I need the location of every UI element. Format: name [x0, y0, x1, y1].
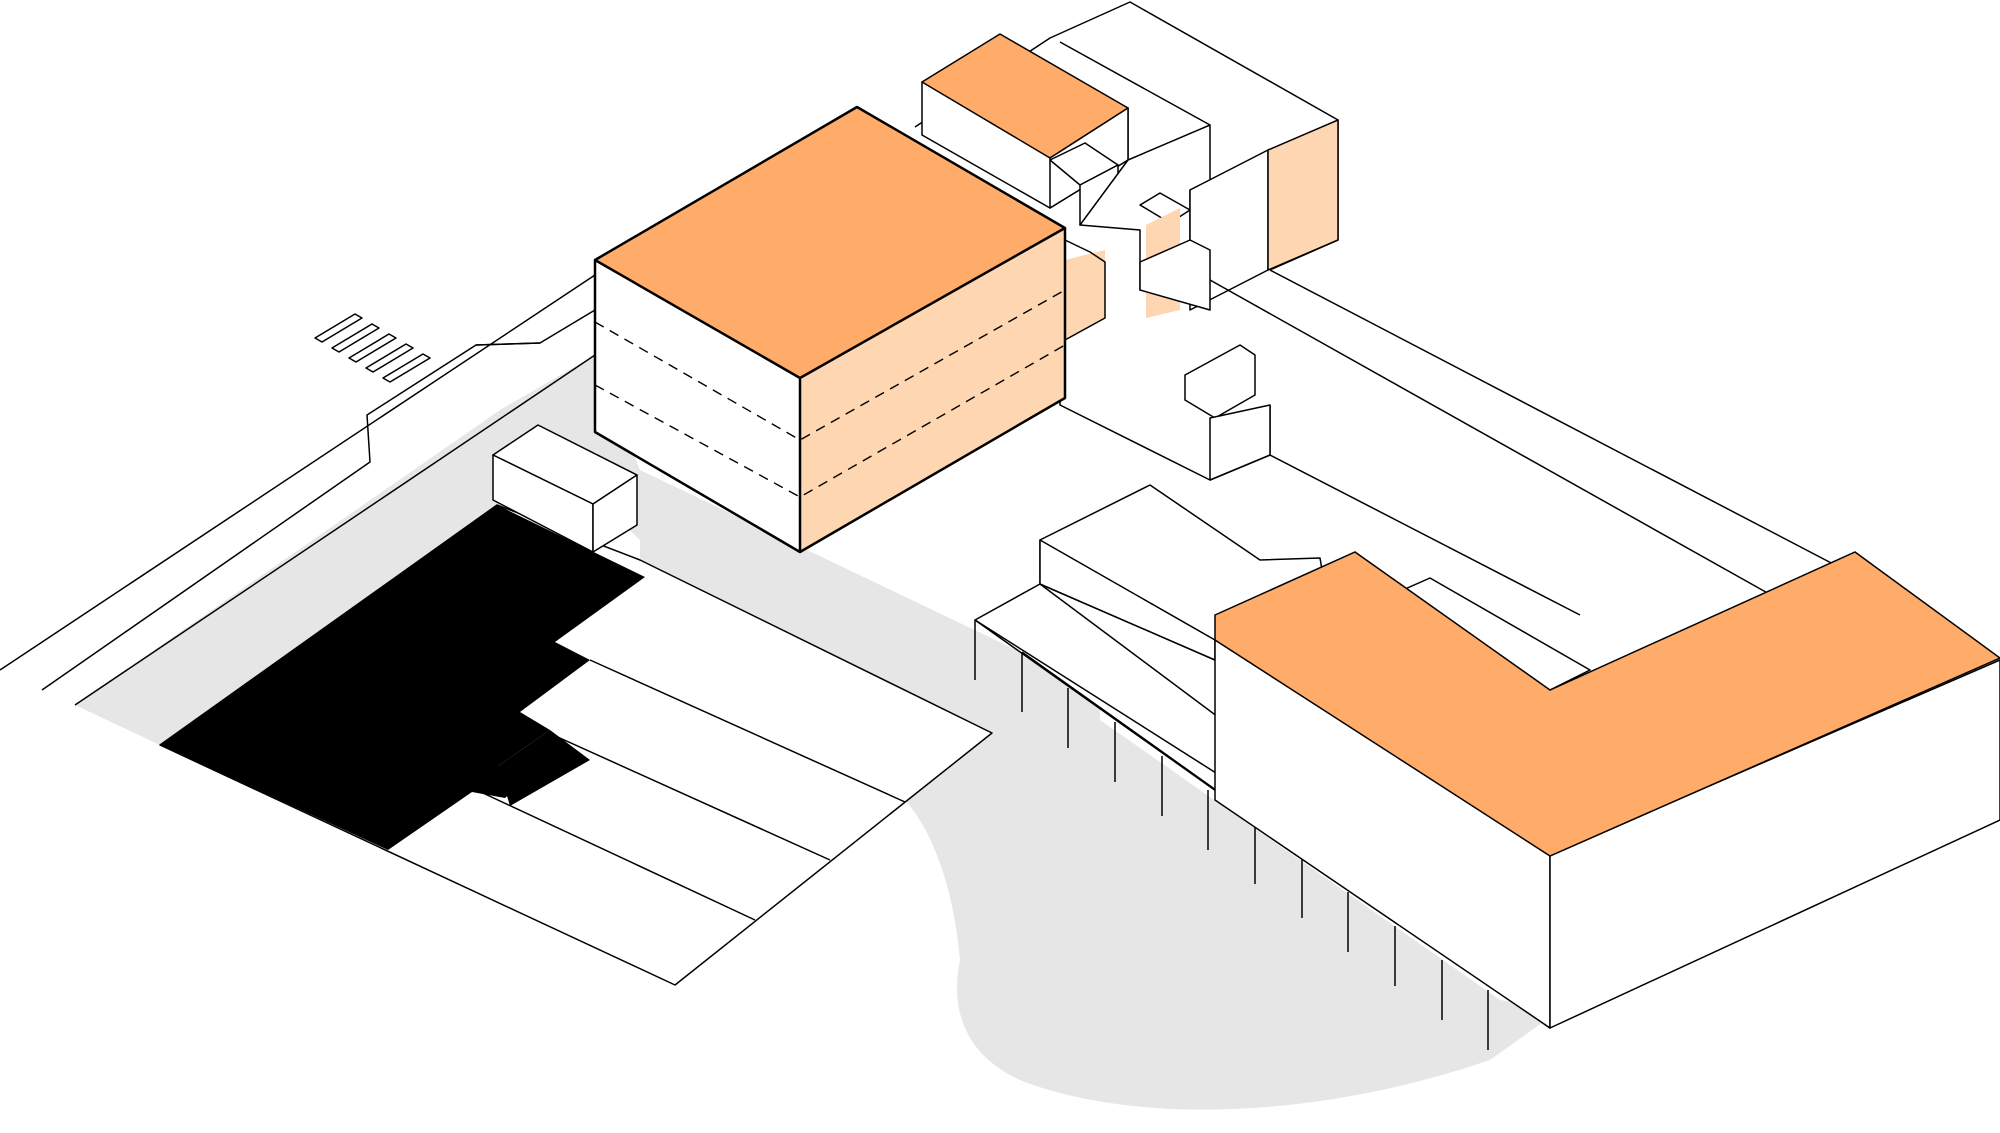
ground-shadow-plaza	[75, 355, 600, 745]
existing-parcel	[159, 424, 993, 986]
arcade-columns	[1021, 652, 1489, 1050]
courtyard-long-line-1	[1209, 279, 1781, 601]
courtyard-box-2	[1209, 404, 1271, 481]
existing-black-building	[160, 505, 645, 850]
street-edge-3	[74, 354, 596, 706]
crossing-stripe-1	[314, 313, 363, 343]
courtyard-long-line-3	[1269, 454, 1581, 616]
l-building-long-wall	[1549, 659, 2000, 1029]
adjacent-houses-cluster	[914, 1, 1339, 318]
floor-line-2	[594, 344, 1066, 498]
courtyard-long-line-2	[1269, 269, 1861, 579]
crossing-stripe-5	[382, 353, 431, 383]
pedestrian-crossing	[314, 313, 431, 383]
crossing-stripe-4	[365, 343, 414, 373]
new-block-rear-extension	[1065, 250, 1105, 340]
house-a-roof	[922, 34, 1128, 158]
new-block-rear-extension-edge	[1064, 239, 1106, 341]
l-shaped-building	[1214, 551, 2000, 1029]
ground-shadow-large	[595, 360, 1560, 1110]
middle-buildings	[1059, 269, 1861, 616]
street-lanes	[0, 274, 596, 706]
courtyard-box	[1184, 344, 1256, 419]
back-plot-line	[1059, 41, 1211, 126]
street-edge-2	[41, 309, 596, 691]
ground-shadow	[75, 355, 1560, 1110]
house-e	[1139, 239, 1211, 311]
crossing-stripe-3	[348, 333, 397, 363]
l-building-roof	[1214, 551, 2000, 857]
curb-line	[475, 342, 541, 346]
parcel-divider-3	[454, 779, 756, 921]
new-block-side-wall	[800, 228, 1065, 552]
black-building-step	[498, 730, 590, 806]
house-d-side	[1268, 120, 1338, 270]
new-block-outline	[593, 105, 1067, 554]
crossing-stripe-2	[331, 323, 380, 353]
new-block-front-wall	[595, 260, 800, 552]
house-d-edge	[1267, 119, 1339, 271]
small-annex-side	[592, 474, 638, 553]
new-building-block	[593, 105, 1106, 554]
street-edge-1	[0, 274, 596, 671]
parcel-divider-2	[519, 719, 831, 861]
parcel-divider-1	[589, 659, 906, 803]
